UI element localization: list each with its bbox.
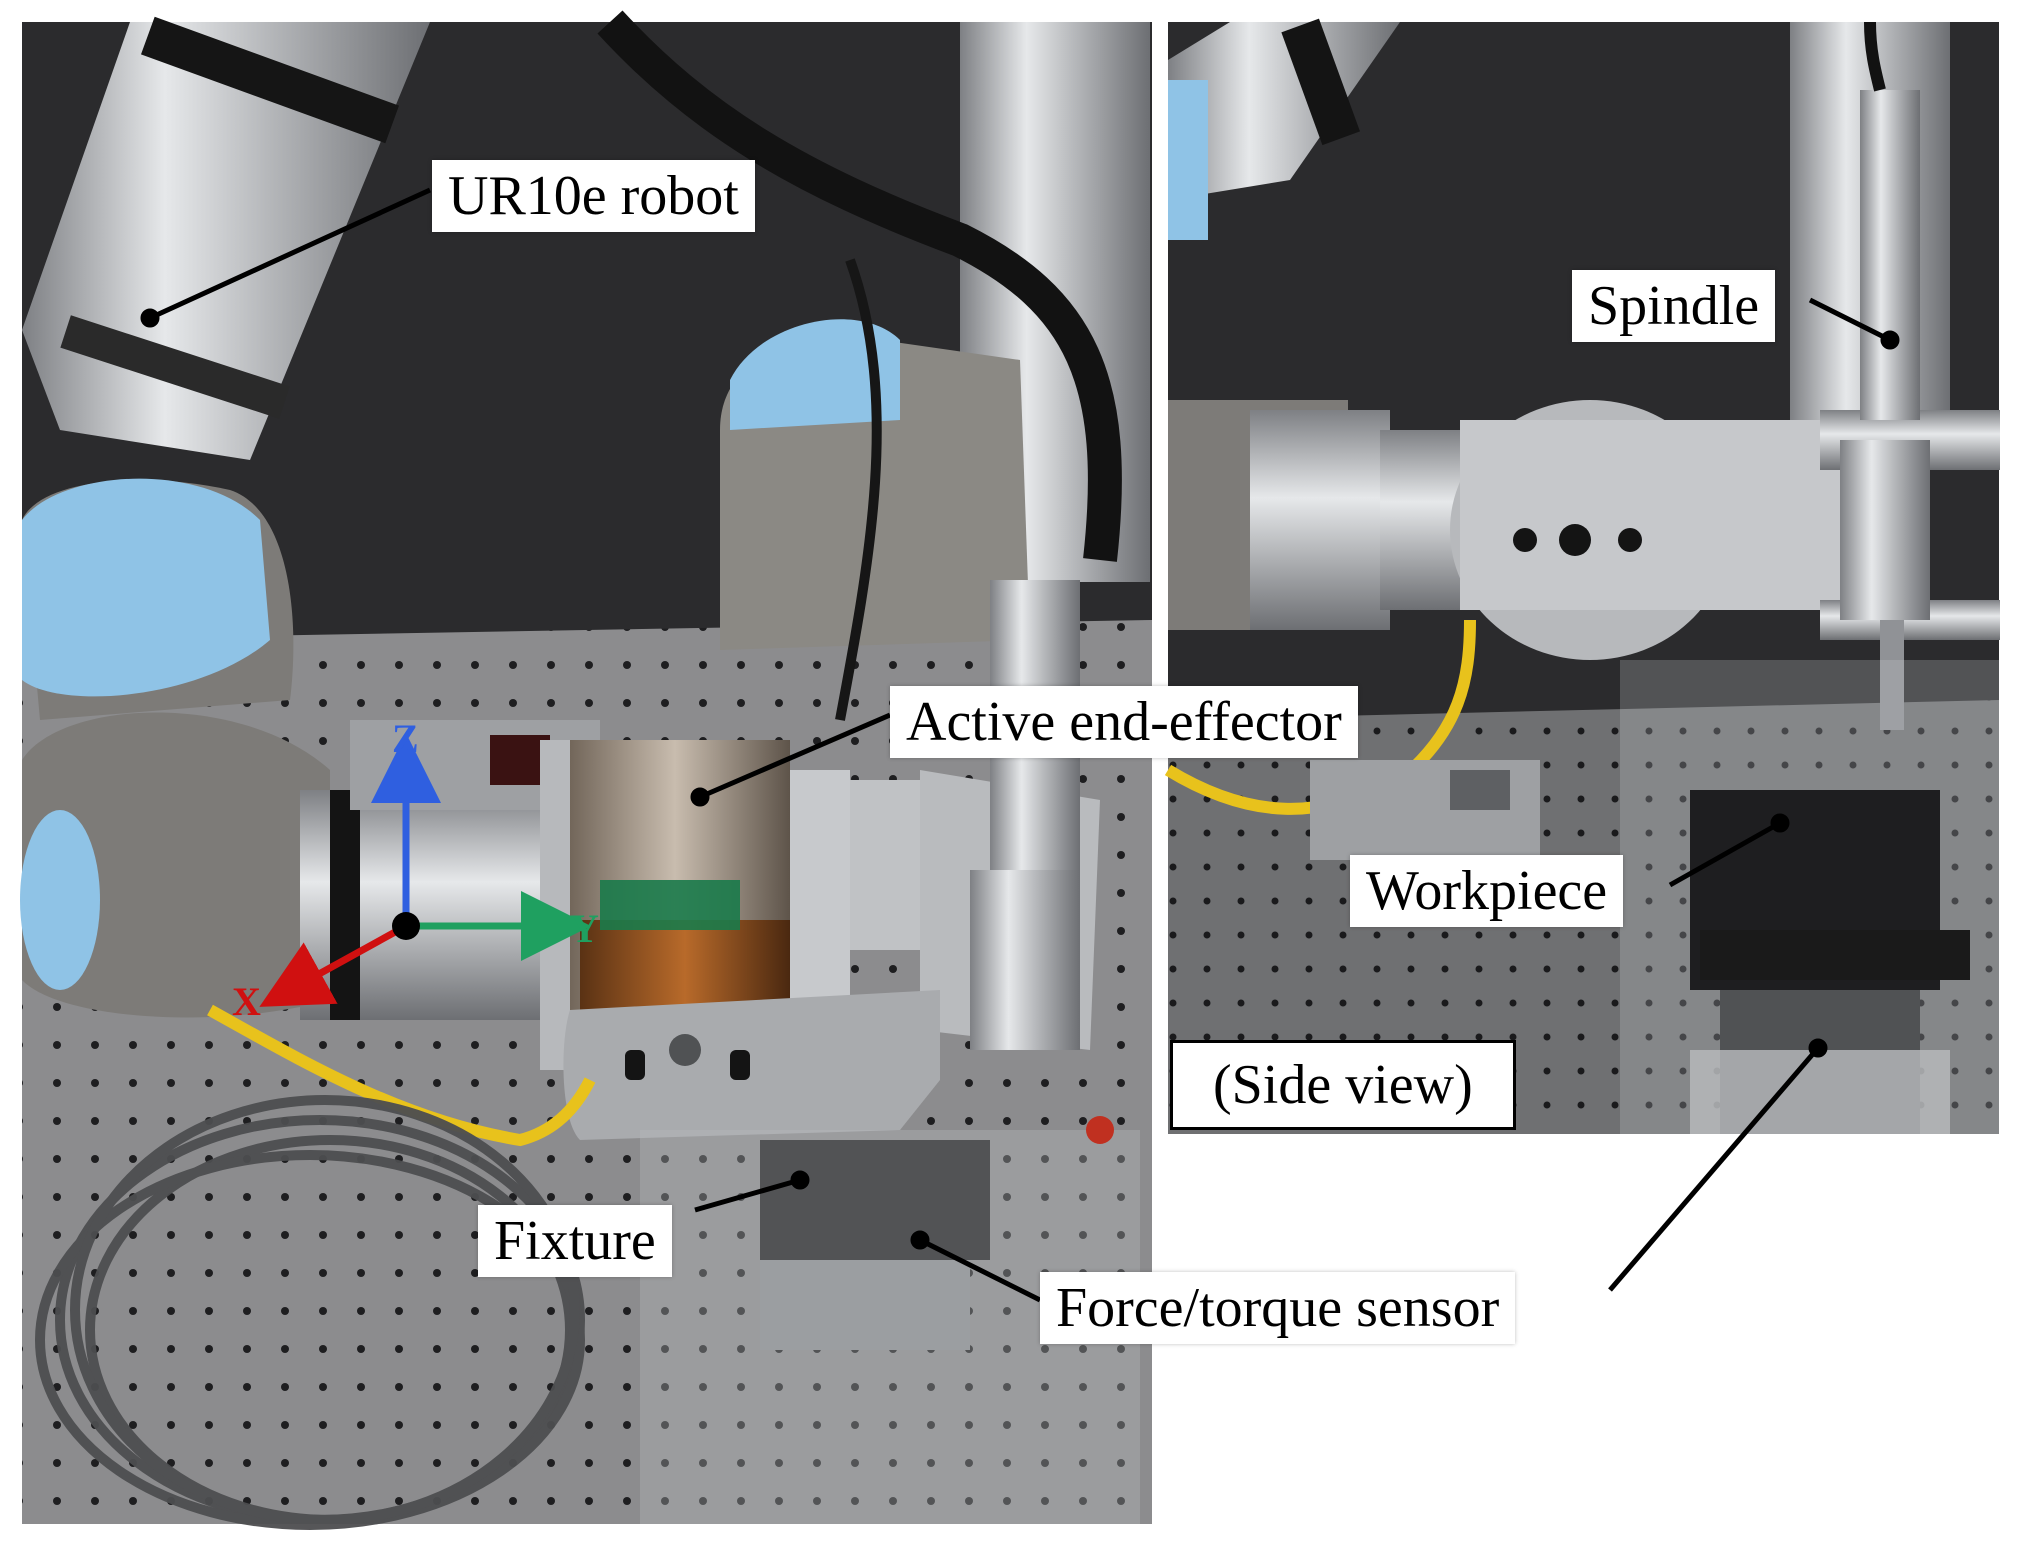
side-view-photo	[1164, 18, 2000, 1134]
leader-end-effector	[699, 712, 891, 800]
label-ur10e-robot: UR10e robot	[432, 160, 755, 232]
x-axis-label: X	[232, 979, 261, 1024]
label-fixture: Fixture	[478, 1205, 672, 1277]
label-workpiece: Workpiece	[1350, 855, 1624, 927]
leader-fixture	[694, 1177, 801, 1213]
frame-origin	[392, 912, 420, 940]
main-view-photo	[20, 10, 1152, 1530]
label-side-view: (Side view)	[1170, 1040, 1516, 1130]
leader-lines	[140, 187, 1900, 1303]
z-axis-label: Z	[392, 716, 419, 761]
label-force-torque-sensor: Force/torque sensor	[1040, 1272, 1516, 1344]
x-axis-arrow	[259, 922, 408, 1007]
leader-workpiece	[1668, 820, 1782, 888]
label-active-end-effector: Active end-effector	[890, 686, 1358, 758]
coordinate-frame: Z Y X	[232, 716, 599, 1024]
y-axis-label: Y	[570, 906, 599, 951]
leader-robot	[148, 187, 432, 321]
leader-sensor-left	[918, 1237, 1042, 1303]
leader-sensor-right	[1608, 1046, 1820, 1292]
leader-spindle	[1808, 297, 1892, 343]
label-spindle: Spindle	[1572, 270, 1776, 342]
